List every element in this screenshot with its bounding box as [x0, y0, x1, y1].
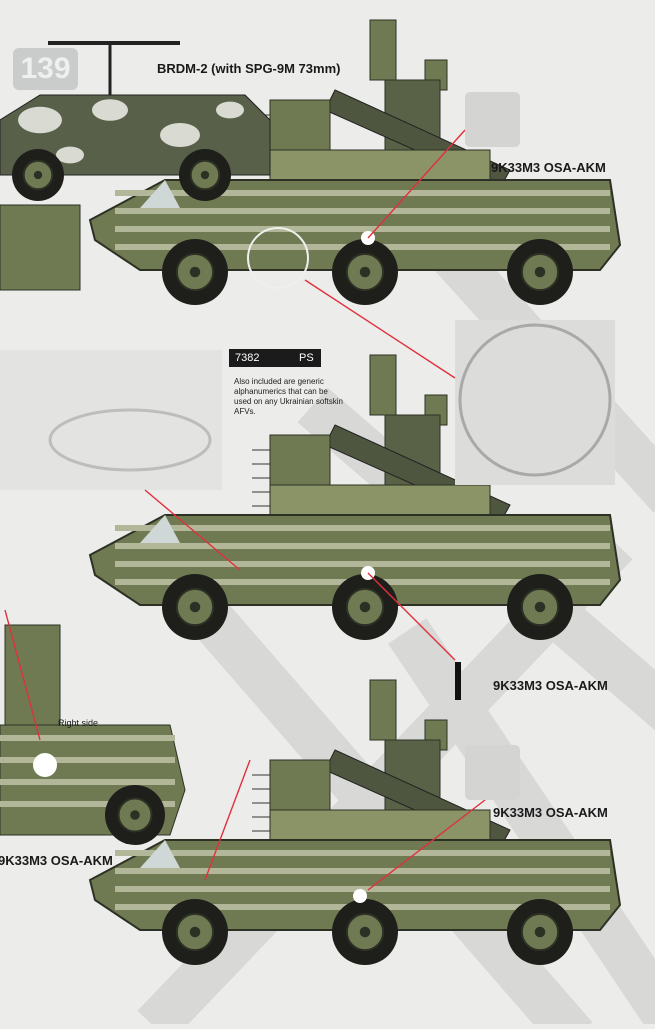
wheel-cap [359, 266, 371, 278]
radar-antenna [369, 19, 397, 81]
camo-patch [56, 146, 84, 164]
wasp-marking [33, 753, 57, 777]
watermark-stroke [388, 618, 655, 1029]
decal-panel-roundel [455, 320, 615, 485]
decal-bar [455, 662, 461, 700]
hull-stripe [115, 525, 610, 531]
decal-swatch [465, 745, 520, 800]
camo-patch [92, 99, 128, 121]
plate-suffix: PS [299, 352, 314, 364]
wheel-cap [359, 926, 371, 938]
turret-base [269, 809, 491, 841]
hull-stripe [115, 190, 610, 196]
hull-stripe [115, 561, 610, 567]
partial-hull [0, 204, 81, 291]
radar-antenna [369, 679, 397, 741]
plate-number: 7382 [235, 352, 260, 364]
wheel-cap [534, 601, 546, 613]
camo-patch [160, 123, 200, 147]
camo-patch [216, 101, 244, 119]
osa-label-1: 9K33M3 OSA-AKM [491, 160, 606, 175]
wheel-cap [33, 170, 43, 180]
partial-vehicle-right-side [0, 624, 186, 845]
wheel-cap [534, 266, 546, 278]
windshield [140, 515, 180, 543]
turret-base [269, 484, 491, 516]
osa-label-2: 9K33M3 OSA-AKM [493, 678, 608, 693]
wheel-cap [189, 926, 201, 938]
radar-antenna [369, 354, 397, 416]
hull-stripe [0, 757, 175, 763]
windshield [140, 840, 180, 868]
wheel-cap [534, 926, 546, 938]
white-dot-marking [353, 889, 367, 903]
wheel-cap [189, 266, 201, 278]
hull-stripe [115, 543, 610, 549]
hull-stripe [0, 779, 175, 785]
osa-label-3: 9K33M3 OSA-AKM [493, 805, 608, 820]
leader-line [204, 759, 251, 881]
wheel-cap [359, 601, 371, 613]
leader-line [144, 489, 241, 571]
hull-stripe [115, 886, 610, 892]
wasp-emblem [48, 408, 212, 472]
osa-akm-2 [88, 354, 622, 640]
wheel-cap [130, 810, 140, 820]
hull-stripe [115, 208, 610, 214]
partial-vehicle-top [0, 204, 81, 291]
unit-emblem [247, 227, 309, 289]
roundel-emblem [458, 323, 612, 477]
leader-line [304, 279, 456, 379]
osa-label-4: 9K33M3 OSA-AKM [0, 853, 113, 868]
wheel-cap [189, 601, 201, 613]
leader-line [367, 799, 486, 891]
osa-akm-1 [88, 19, 622, 305]
right-side-label: Right side [58, 718, 99, 728]
plate-badge: 7382 PS [229, 349, 321, 367]
hull-stripe [0, 735, 175, 741]
decal-panel-wasp [0, 350, 222, 490]
brdm-label: BRDM-2 (with SPG-9M 73mm) [157, 61, 341, 76]
hull-number-139: 139 [13, 48, 78, 90]
osa-akm-3 [88, 679, 622, 965]
hull-stripe [115, 226, 610, 232]
turret-base [269, 149, 491, 181]
hull-stripe [115, 850, 610, 856]
generic-alphanumerics-note: Also included are generic alphanumerics … [234, 377, 343, 416]
leader-line [367, 129, 466, 239]
brdm-2 [0, 41, 271, 201]
hull-stripe [0, 801, 175, 807]
camo-patch [18, 106, 62, 134]
wheel-cap [200, 170, 210, 180]
decal-swatch [465, 92, 520, 147]
hull-stripe [115, 868, 610, 874]
leader-line [367, 572, 456, 661]
windshield [140, 180, 180, 208]
leader-line [4, 609, 41, 741]
